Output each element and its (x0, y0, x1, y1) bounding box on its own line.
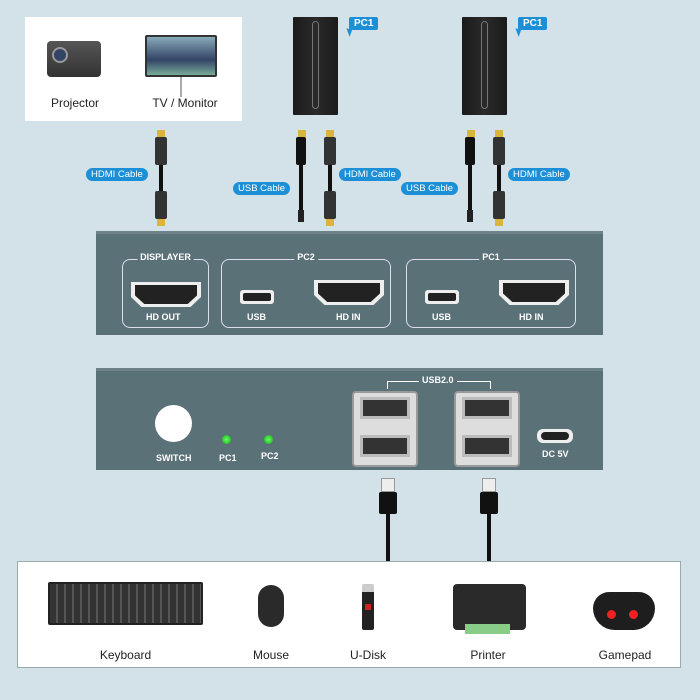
usb-cable-icon (478, 478, 500, 561)
dc-power-port[interactable] (537, 429, 573, 443)
pc2-led (264, 435, 273, 444)
gamepad-icon (593, 592, 655, 630)
hdmi-cable-icon (154, 130, 168, 226)
hdmi-cable-icon (492, 130, 506, 226)
usb-cable-label: USB Cable (233, 182, 290, 195)
displayer-group: DISPLAYER HD OUT (122, 252, 209, 328)
projector-label: Projector (50, 96, 100, 110)
pc2-group: PC2 USB HD IN (221, 252, 391, 328)
projector-icon (47, 41, 101, 77)
monitor-label: TV / Monitor (152, 96, 218, 110)
hdmi-out-port[interactable] (131, 282, 201, 307)
monitor-icon (145, 35, 217, 77)
usb-cable-icon (465, 130, 477, 225)
pc1-hdmi-in-port[interactable] (499, 280, 569, 305)
usb-port-stack-right[interactable] (454, 391, 520, 467)
hdmi-cable-icon (323, 130, 337, 226)
pc1-led (222, 435, 231, 444)
switch-button[interactable] (155, 405, 192, 442)
usb-disk-icon (362, 584, 374, 630)
pc1-group: PC1 USB HD IN (406, 252, 576, 328)
hdmi-cable-label: HDMI Cable (339, 168, 401, 181)
keyboard-icon (48, 582, 203, 625)
pc1-usb-port[interactable] (425, 290, 459, 304)
usb-port-stack-left[interactable] (352, 391, 418, 467)
pc2-hdmi-in-port[interactable] (314, 280, 384, 305)
usb2-title: USB2.0 (419, 375, 457, 385)
display-devices-box: Projector TV / Monitor (25, 17, 242, 121)
pc2-usb-port[interactable] (240, 290, 274, 304)
pc-tag: PC1 (349, 17, 379, 30)
usb-cable-label: USB Cable (401, 182, 458, 195)
kvm-back-panel: DISPLAYER HD OUT PC2 USB HD IN PC1 USB H… (96, 231, 603, 335)
pc-tower-icon (293, 17, 338, 115)
hdmi-cable-label: HDMI Cable (86, 168, 148, 181)
peripherals-box: Keyboard Mouse U-Disk Printer Gamepad (17, 561, 681, 668)
hdmi-cable-label: HDMI Cable (508, 168, 570, 181)
pc-tower-icon (462, 17, 507, 115)
pc-tag: PC1 (518, 17, 548, 30)
mouse-icon (258, 585, 284, 627)
kvm-front-panel: SWITCH PC1 PC2 USB2.0 DC 5V (96, 368, 603, 470)
usb-cable-icon (296, 130, 308, 225)
usb-cable-icon (377, 478, 399, 561)
printer-icon (453, 584, 526, 634)
